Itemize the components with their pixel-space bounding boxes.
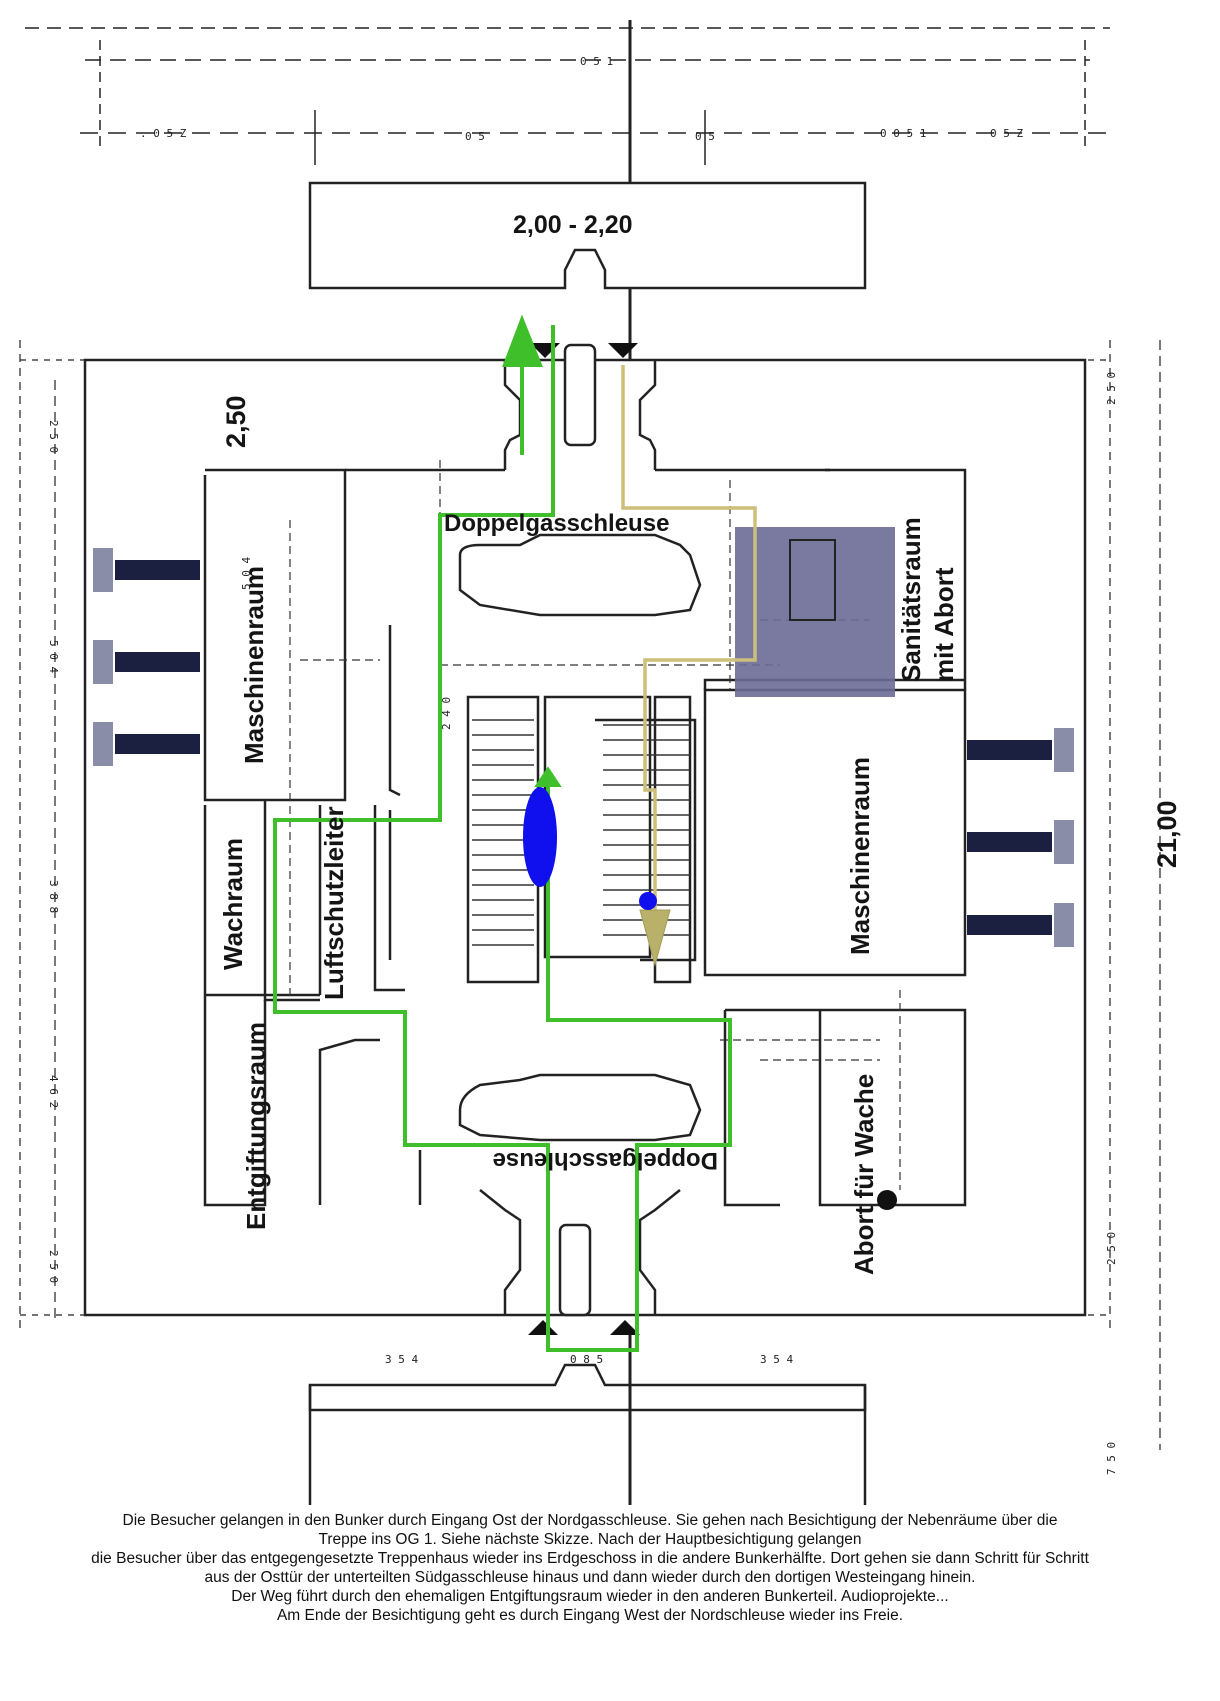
south-entrance-walls [479, 1189, 681, 1317]
label-luftschutzleiter: Luftschutzleiter [319, 806, 349, 1000]
svg-text:7 5 0: 7 5 0 [1105, 1442, 1118, 1475]
green-route [273, 314, 732, 1352]
north-entrance-walls [440, 343, 830, 472]
caption: Die Besucher gelangen in den Bunker durc… [20, 1511, 1160, 1625]
blue-oval-marker [523, 787, 557, 887]
caption-line: Die Besucher gelangen in den Bunker durc… [122, 1512, 1058, 1529]
vent-bars-east [967, 728, 1074, 947]
interior-walls [203, 468, 967, 1207]
caption-line: Treppe ins OG 1. Siehe nächste Skizze. N… [318, 1531, 862, 1548]
svg-text:0 5: 0 5 [465, 130, 485, 143]
label-mit-abort: mit Abort [929, 567, 959, 682]
svg-text:. 0 5 Z: . 0 5 Z [140, 127, 187, 140]
yellow-route [621, 365, 757, 967]
caption-line: Am Ende der Besichtigung geht es durch E… [276, 1607, 904, 1624]
svg-text:0 0 5 1: 0 0 5 1 [880, 127, 926, 140]
caption-line: aus der Osttür der unterteilten Südgassc… [204, 1569, 976, 1586]
north-entrance-block [308, 181, 867, 290]
south-entrance-block [308, 1363, 867, 1412]
caption-line: die Besucher über das entgegengesetzte T… [91, 1550, 1089, 1567]
sanitaet-fixture [789, 539, 836, 621]
label-wachraum: Wachraum [218, 838, 248, 970]
label-maschinenraum-east: Maschinenraum [845, 757, 875, 955]
caption-line: Der Weg führt durch den ehemaligen Entgi… [231, 1588, 949, 1605]
label-right-dimension: 21,00 [1152, 800, 1182, 868]
black-dot-marker [877, 1190, 897, 1210]
label-top-dimension: 2,00 - 2,20 [513, 211, 633, 239]
label-sanitaetsraum: Sanitätsraum [896, 517, 926, 682]
svg-text:5 0 4: 5 0 4 [240, 557, 253, 590]
label-doppelgasschleuse-north: Doppelgasschleuse [444, 510, 669, 537]
svg-text:3 5 4: 3 5 4 [760, 1353, 793, 1366]
svg-text:2 5 0: 2 5 0 [1105, 372, 1118, 405]
svg-text:0 5 1: 0 5 1 [580, 55, 613, 68]
vent-bars-west [93, 548, 200, 766]
sanitaetsraum-shading [735, 527, 895, 697]
svg-text:2 5 0: 2 5 0 [47, 1250, 60, 1283]
svg-text:4 6 2: 4 6 2 [47, 1075, 60, 1108]
label-doppelgasschleuse-south: Doppelgasschleuse [493, 1147, 718, 1174]
label-left-dimension: 2,50 [221, 395, 251, 448]
svg-text:2 5 0: 2 5 0 [47, 420, 60, 453]
svg-text:0 8 5: 0 8 5 [570, 1353, 603, 1366]
label-entgiftungsraum: Entgiftungsraum [241, 1022, 271, 1230]
svg-text:0 5: 0 5 [695, 130, 715, 143]
label-maschinenraum-west: Maschinenraum [239, 566, 269, 764]
svg-text:0 5 Z: 0 5 Z [990, 127, 1023, 140]
svg-text:3 8 8: 3 8 8 [47, 880, 60, 913]
svg-text:2 4 0: 2 4 0 [440, 697, 453, 730]
svg-text:3 5 4: 3 5 4 [385, 1353, 418, 1366]
svg-text:5 0 4: 5 0 4 [47, 640, 60, 673]
blue-dot-marker [639, 892, 657, 910]
label-abort-fuer-wache: Abort für Wache [849, 1074, 879, 1275]
bunker-floor-plan: . 0 5 Z 0 5 0 5 0 0 5 1 0 5 Z 0 5 1 3 5 … [19, 20, 1182, 1505]
small-dimension-texts: . 0 5 Z 0 5 0 5 0 0 5 1 0 5 Z 0 5 1 3 5 … [47, 55, 1118, 1475]
svg-text:2 5 0: 2 5 0 [1105, 1232, 1118, 1265]
